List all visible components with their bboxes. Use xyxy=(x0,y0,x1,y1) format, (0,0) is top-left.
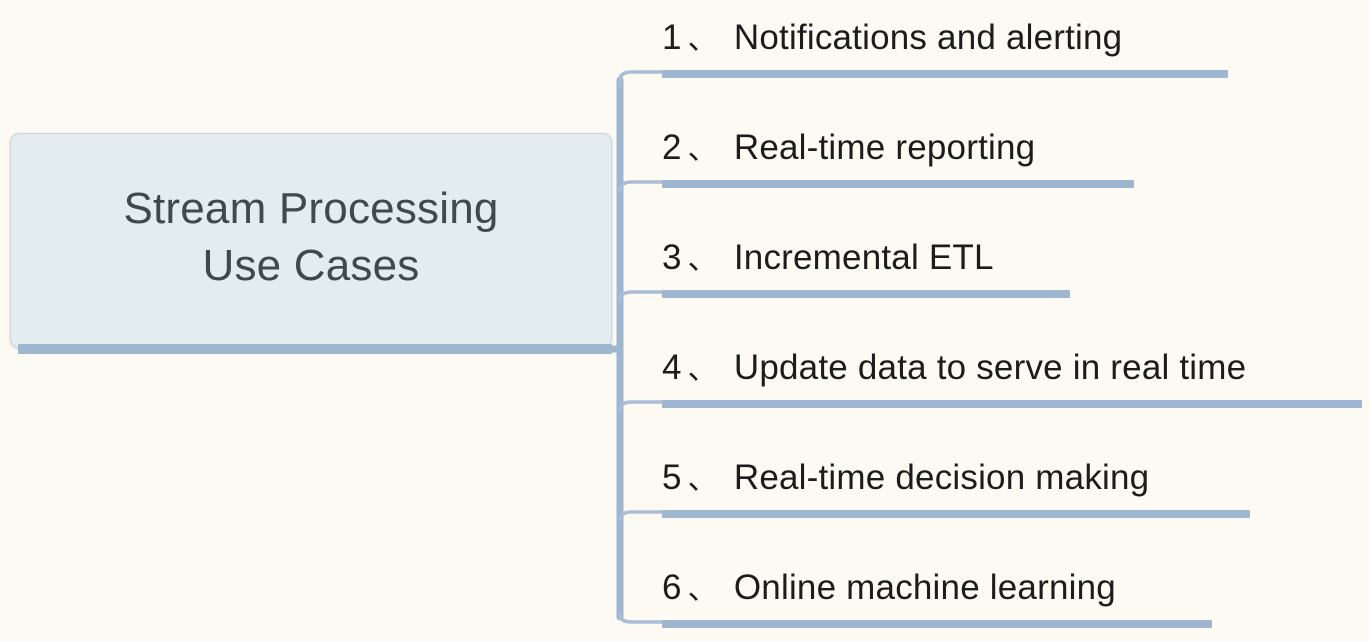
branch-separator-3: 、 xyxy=(687,243,718,276)
branch-label-4: 4、 Update data to serve in real time xyxy=(662,344,1246,388)
elbow-branch-1 xyxy=(618,70,666,88)
branch-label-1: 1、 Notifications and alerting xyxy=(662,14,1122,58)
elbow-branch-3 xyxy=(618,290,666,302)
branch-label-5: 5、 Real-time decision making xyxy=(662,454,1149,498)
branch-index-3: 3 xyxy=(662,238,682,277)
root-node-label: Stream Processing Use Cases xyxy=(123,184,499,290)
elbow-branch-2 xyxy=(618,180,666,192)
branch-bar-4 xyxy=(662,400,1362,408)
branch-index-4: 4 xyxy=(662,348,682,387)
branch-index-1: 1 xyxy=(662,18,682,57)
branch-separator-5: 、 xyxy=(687,463,718,496)
branch-text-6: Online machine learning xyxy=(733,568,1116,607)
branch-separator-2: 、 xyxy=(687,133,718,166)
branch-separator-6: 、 xyxy=(687,573,718,606)
branch-text-3: Incremental ETL xyxy=(733,238,994,277)
branch-index-5: 5 xyxy=(662,458,682,497)
branch-text-2: Real-time reporting xyxy=(733,128,1036,167)
branch-label-3: 3、 Incremental ETL xyxy=(662,234,994,278)
branch-bar-6 xyxy=(662,620,1212,628)
branch-bar-3 xyxy=(662,290,1070,298)
branch-text-4: Update data to serve in real time xyxy=(733,348,1247,387)
branch-index-6: 6 xyxy=(662,568,682,607)
root-node-underline xyxy=(18,344,612,354)
branch-label-2: 2、 Real-time reporting xyxy=(662,124,1035,168)
branch-index-2: 2 xyxy=(662,128,682,167)
branch-text-5: Real-time decision making xyxy=(733,458,1150,497)
branch-bar-2 xyxy=(662,180,1134,188)
elbow-branch-6 xyxy=(618,612,666,624)
branch-separator-4: 、 xyxy=(687,353,718,386)
branch-separator-1: 、 xyxy=(687,23,718,56)
branch-bar-5 xyxy=(662,510,1250,518)
elbow-branch-4 xyxy=(618,400,666,412)
root-node[interactable]: Stream Processing Use Cases xyxy=(10,133,612,348)
branch-label-6: 6、 Online machine learning xyxy=(662,564,1116,608)
branch-bar-1 xyxy=(662,70,1228,78)
branch-text-1: Notifications and alerting xyxy=(733,18,1123,57)
elbow-branch-5 xyxy=(618,510,666,522)
